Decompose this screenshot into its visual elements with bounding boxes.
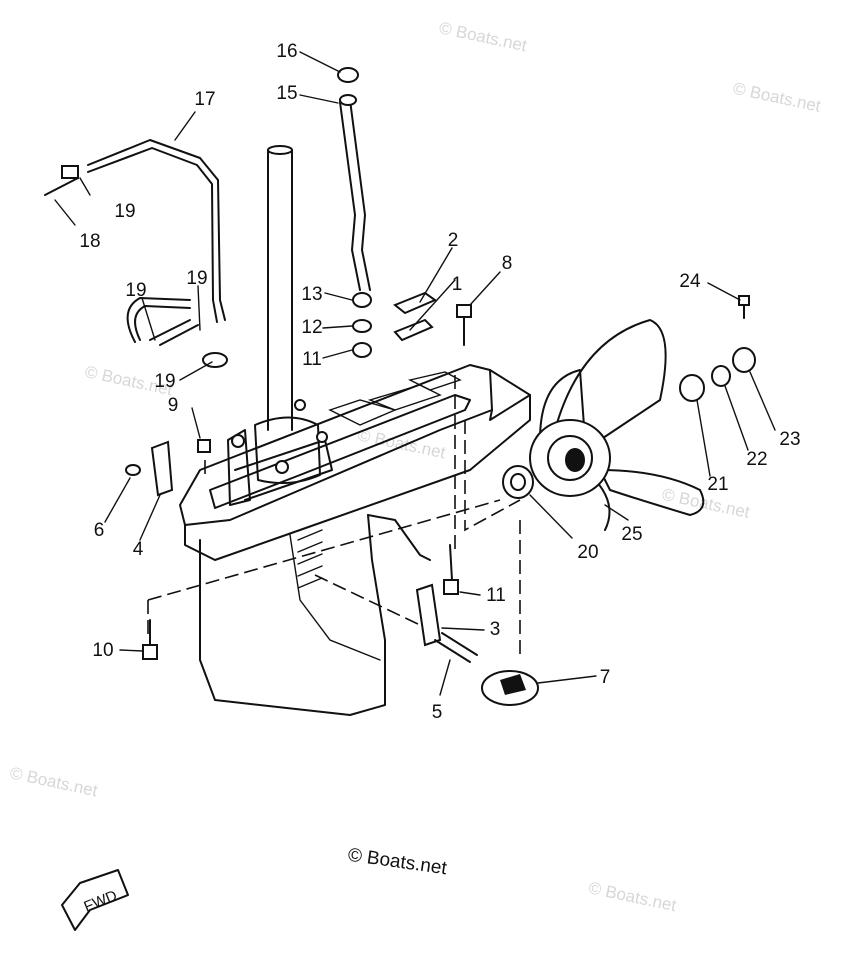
label-part-4: 4	[133, 539, 144, 560]
watermark-top-right: © Boats.net	[731, 79, 822, 116]
label-part-8: 8	[502, 253, 513, 274]
label-part-16: 16	[276, 41, 297, 62]
label-part-14: 13	[301, 284, 322, 305]
grommet-16	[337, 67, 359, 106]
propeller-25	[529, 319, 705, 531]
copyright-text: © Boats.net	[347, 845, 449, 880]
label-part-19-left: 19	[125, 280, 146, 301]
watermark-mid-center: © Boats.net	[356, 425, 447, 462]
plates-1-2	[393, 291, 438, 342]
label-part-18: 18	[79, 231, 100, 252]
label-part-9: 9	[168, 395, 179, 416]
watermark-bottom-left: © Boats.net	[8, 763, 99, 800]
label-part-21: 21	[707, 474, 728, 495]
label-part-24: 24	[679, 271, 701, 292]
anode-3	[415, 583, 442, 647]
label-part-19-lower: 19	[154, 371, 175, 392]
trim-tab-7	[481, 670, 539, 706]
label-part-2: 2	[448, 230, 459, 251]
label-part-5: 5	[432, 702, 443, 723]
label-part-6: 6	[94, 520, 105, 541]
grommets-12-13-14	[352, 292, 372, 358]
watermark-top-center: © Boats.net	[437, 18, 528, 55]
bolt-8	[456, 304, 472, 346]
label-part-19-top: 19	[114, 201, 135, 222]
label-part-25: 25	[621, 524, 642, 545]
label-part-10: 10	[92, 640, 113, 661]
label-part-15: 15	[276, 83, 297, 104]
label-part-13: 12	[301, 317, 322, 338]
watermark-mid-right: © Boats.net	[660, 485, 751, 522]
thrust-washer-20	[502, 465, 534, 499]
label-part-22: 22	[746, 449, 767, 470]
bolt-10	[142, 619, 158, 660]
shift-rod-15	[339, 99, 371, 291]
lower-case	[147, 145, 531, 716]
nipples-18-19	[44, 165, 228, 368]
watermark-bottom-right: © Boats.net	[587, 878, 678, 915]
bolt-11	[443, 544, 459, 595]
label-part-17: 17	[194, 89, 215, 110]
leader-lines	[54, 51, 776, 696]
fwd-arrow-badge: FWD	[61, 869, 129, 931]
label-part-3: 3	[490, 619, 501, 640]
label-part-23: 23	[779, 429, 800, 450]
label-part-7: 7	[600, 667, 611, 688]
anode-4-and-plug-6	[125, 440, 174, 497]
fwd-label: FWD	[82, 887, 120, 916]
label-part-20: 20	[577, 542, 598, 563]
watermarks: © Boats.net © Boats.net © Boats.net © Bo…	[8, 18, 822, 915]
label-part-11: 11	[486, 585, 506, 606]
plug-9	[197, 439, 211, 453]
part-labels: 16 15 17 19 18 19 19 19 9 6 4 10 13 12 1…	[79, 41, 800, 723]
bolt-5	[434, 632, 478, 663]
label-part-12: 11	[302, 349, 322, 370]
label-part-19-mid: 19	[186, 268, 207, 289]
spacer-21-washer-22-nut-23	[679, 295, 756, 402]
label-part-1: 1	[452, 274, 463, 295]
water-hose-17	[87, 139, 226, 343]
